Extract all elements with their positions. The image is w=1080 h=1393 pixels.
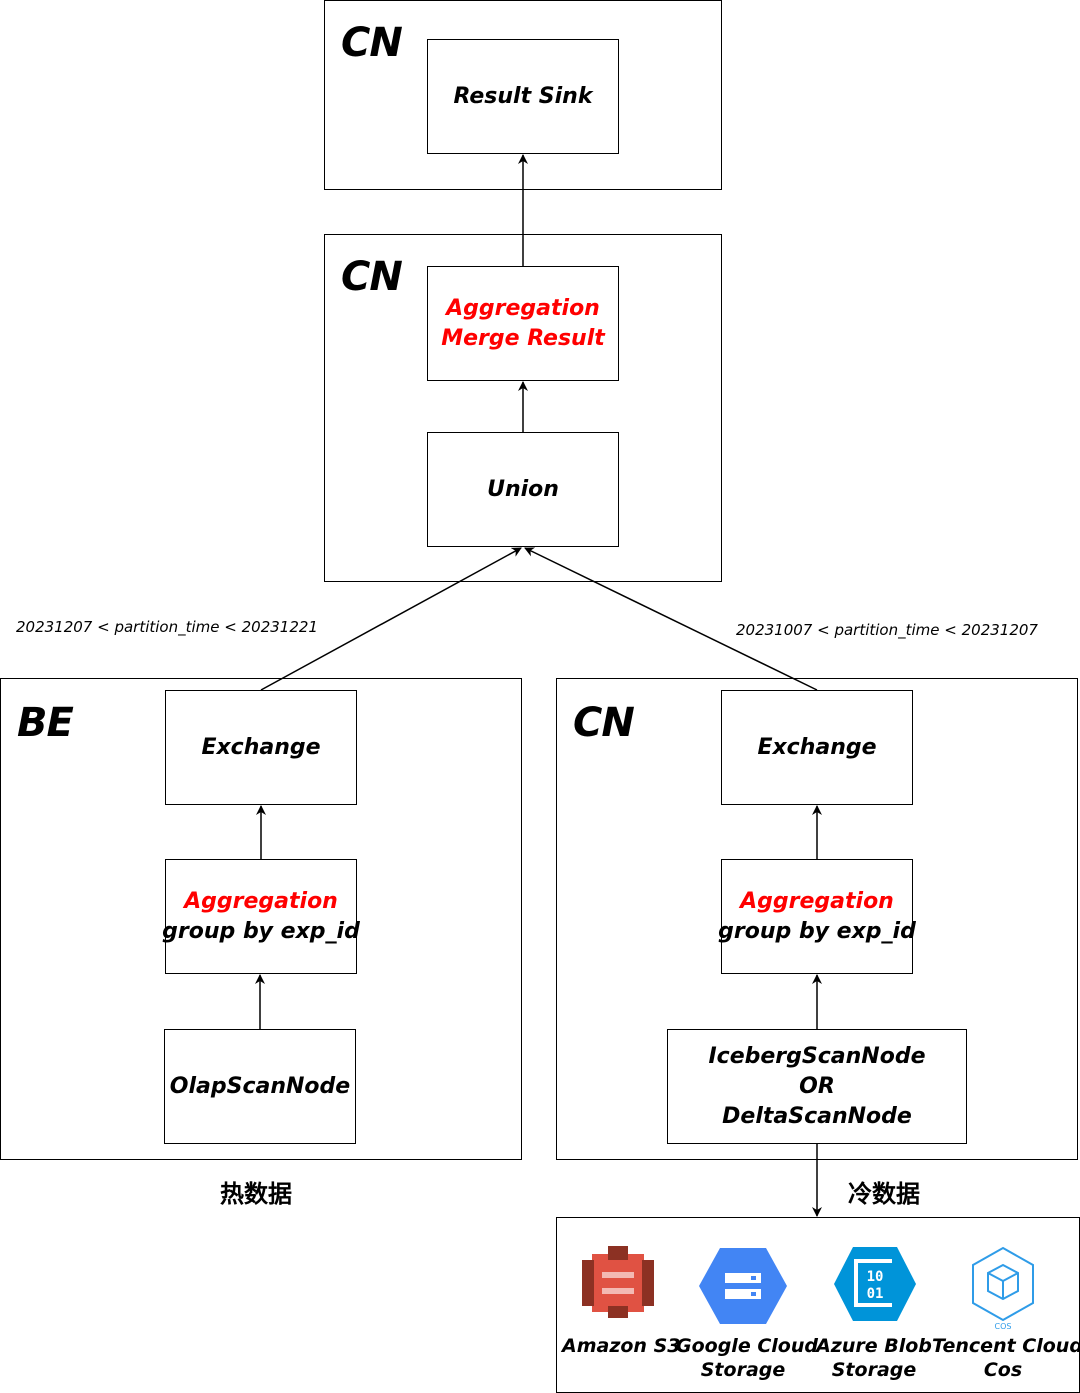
aggregation-merge-label: Aggregation bbox=[446, 295, 600, 321]
azure-icon-digits-bottom: 01 bbox=[867, 1286, 884, 1302]
or-label: OR bbox=[799, 1073, 835, 1099]
cn-aggregation-label: Aggregation bbox=[740, 888, 894, 914]
hot-data-caption: 热数据 bbox=[220, 1180, 292, 1208]
azure-blob-storage-icon: 10 01 bbox=[834, 1247, 916, 1321]
be-group-label: BE bbox=[17, 700, 74, 746]
olap-scan-label: OlapScanNode bbox=[169, 1073, 351, 1099]
tencent-cloud-cos-label: Tencent Cloud Cos bbox=[932, 1334, 1080, 1382]
be-aggregation-node: Aggregation group by exp_id bbox=[162, 859, 360, 974]
google-cloud-label-line2: Storage bbox=[700, 1359, 786, 1381]
olap-scan-node: OlapScanNode bbox=[164, 1029, 356, 1144]
tencent-cloud-cos-icon: COS bbox=[972, 1246, 1034, 1331]
cn-group-middle-label: CN bbox=[341, 254, 403, 300]
tencent-icon-text: COS bbox=[995, 1322, 1012, 1331]
be-exchange-label: Exchange bbox=[201, 734, 321, 760]
lake-scan-node: IcebergScanNode OR DeltaScanNode bbox=[667, 1029, 967, 1144]
cold-partition-condition: 20231007 < partition_time < 20231207 bbox=[736, 621, 1038, 639]
hot-partition-condition: 20231207 < partition_time < 20231221 bbox=[16, 618, 318, 636]
azure-blob-label-line2: Storage bbox=[831, 1359, 917, 1381]
cn-exchange-label: Exchange bbox=[757, 734, 877, 760]
azure-blob-label-line1: Azure Blob bbox=[816, 1335, 932, 1357]
delta-scan-label: DeltaScanNode bbox=[722, 1103, 912, 1129]
google-cloud-storage-label: Google Cloud Storage bbox=[676, 1334, 818, 1382]
google-cloud-storage-icon bbox=[699, 1248, 787, 1324]
amazon-s3-label-line1: Amazon S3 bbox=[562, 1335, 681, 1357]
cn-aggregation-node: Aggregation group by exp_id bbox=[718, 859, 916, 974]
cn-group-top-label: CN bbox=[341, 20, 403, 66]
google-cloud-label-line1: Google Cloud bbox=[676, 1335, 818, 1357]
result-sink-node: Result Sink bbox=[427, 39, 619, 154]
cn-group-cold-label: CN bbox=[573, 700, 635, 746]
azure-blob-storage-label: Azure Blob Storage bbox=[814, 1334, 934, 1382]
be-aggregation-label: Aggregation bbox=[184, 888, 338, 914]
edge-be-exchange-to-union bbox=[260, 547, 522, 691]
iceberg-scan-label: IcebergScanNode bbox=[708, 1043, 926, 1069]
azure-icon-digits-top: 10 bbox=[867, 1269, 884, 1285]
cold-data-caption: 冷数据 bbox=[848, 1180, 920, 1208]
be-group-by-label: group by exp_id bbox=[162, 918, 360, 944]
tencent-cloud-label-line2: Cos bbox=[983, 1359, 1023, 1381]
amazon-s3-label: Amazon S3 bbox=[562, 1334, 681, 1358]
amazon-s3-icon bbox=[582, 1246, 654, 1318]
tencent-cloud-label-line1: Tencent Cloud bbox=[932, 1335, 1080, 1357]
edge-cn-exchange-to-union bbox=[524, 547, 818, 691]
union-node: Union bbox=[427, 432, 619, 547]
be-exchange-node: Exchange bbox=[165, 690, 357, 805]
cn-exchange-node: Exchange bbox=[721, 690, 913, 805]
aggregation-merge-node: Aggregation Merge Result bbox=[427, 266, 619, 381]
result-sink-label: Result Sink bbox=[453, 83, 593, 109]
merge-result-label: Merge Result bbox=[441, 325, 605, 351]
cn-group-by-label: group by exp_id bbox=[718, 918, 916, 944]
union-label: Union bbox=[487, 476, 559, 502]
